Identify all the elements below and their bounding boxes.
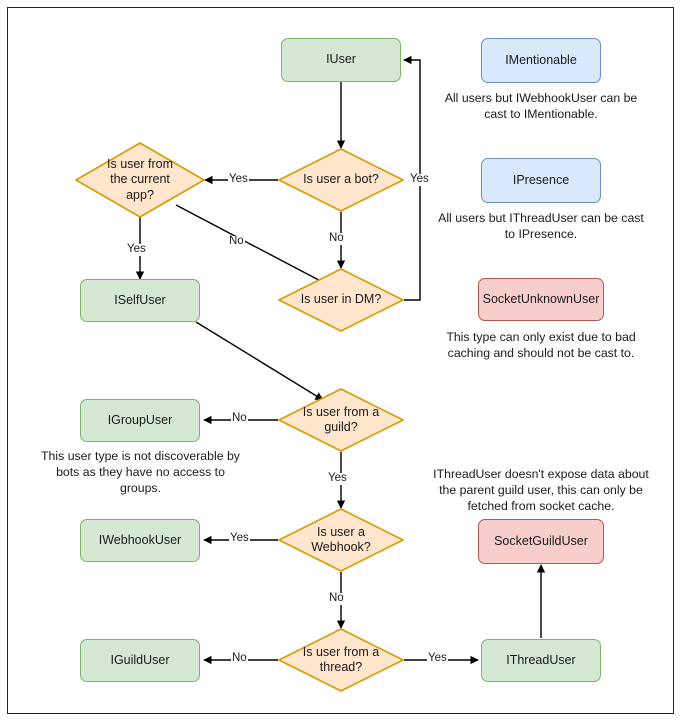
decision-in-dm-label: Is user in DM? <box>300 292 382 307</box>
edge-label-app-no: No <box>228 235 245 248</box>
node-iuser-label: IUser <box>326 52 356 67</box>
node-imentionable-label: IMentionable <box>505 52 577 67</box>
node-iselfuser[interactable]: ISelfUser <box>80 279 200 322</box>
note-igroupuser: This user type is not discoverable by bo… <box>41 449 240 496</box>
node-ithreaduser[interactable]: IThreadUser <box>481 639 601 682</box>
node-iwebhookuser[interactable]: IWebhookUser <box>80 519 200 562</box>
edge-label-guild-yes: Yes <box>327 472 348 485</box>
node-iguilduser[interactable]: IGuildUser <box>80 639 200 682</box>
decision-from-thread[interactable]: Is user from a thread? <box>278 628 404 692</box>
note-socketunknownuser: This type can only exist due to bad cach… <box>446 330 636 361</box>
edge-label-thread-no: No <box>231 652 248 665</box>
node-socketunknownuser[interactable]: SocketUnknownUser <box>478 278 604 321</box>
diamond-shape <box>278 628 404 692</box>
diamond-shape <box>278 268 404 332</box>
edge-label-app-yes: Yes <box>126 243 147 256</box>
edge-label-dm-yes: Yes <box>409 173 430 186</box>
edge-label-bot-yes: Yes <box>228 173 249 186</box>
decision-from-thread-label: Is user from a thread? <box>302 644 380 674</box>
decision-current-app-label: Is user from the current app? <box>107 157 173 202</box>
diamond-shape <box>278 148 404 212</box>
decision-is-user-a-bot[interactable]: Is user a bot? <box>278 148 404 212</box>
node-socketunknownuser-label: SocketUnknownUser <box>482 291 600 306</box>
edge-label-webhook-no: No <box>328 592 345 605</box>
decision-current-app[interactable]: Is user from the current app? <box>75 142 205 218</box>
decision-is-user-a-bot-label: Is user a bot? <box>303 172 379 187</box>
node-imentionable[interactable]: IMentionable <box>481 38 601 83</box>
note-ipresence: All users but IThreadUser can be cast to… <box>438 211 644 242</box>
diamond-shape <box>75 142 205 218</box>
note-imentionable: All users but IWebhookUser can be cast t… <box>444 91 638 122</box>
edge-label-bot-no: No <box>328 232 345 245</box>
decision-from-guild[interactable]: Is user from a guild? <box>278 388 404 452</box>
decision-from-guild-label: Is user from a guild? <box>302 404 380 434</box>
node-ithreaduser-label: IThreadUser <box>506 652 576 667</box>
diamond-shape <box>278 388 404 452</box>
diamond-shape <box>278 508 404 572</box>
note-ithreaduser: IThreadUser doesn't expose data about th… <box>433 467 649 514</box>
node-socketguilduser[interactable]: SocketGuildUser <box>478 519 604 564</box>
node-ipresence-label: IPresence <box>512 172 570 187</box>
edge-label-thread-yes: Yes <box>427 652 448 665</box>
decision-in-dm[interactable]: Is user in DM? <box>278 268 404 332</box>
decision-is-webhook-label: Is user a Webhook? <box>311 524 371 554</box>
node-ipresence[interactable]: IPresence <box>481 158 601 203</box>
node-iuser[interactable]: IUser <box>281 38 401 82</box>
node-igroupuser-label: IGroupUser <box>107 412 173 427</box>
edge-label-guild-no: No <box>231 412 248 425</box>
decision-is-webhook[interactable]: Is user a Webhook? <box>278 508 404 572</box>
node-igroupuser[interactable]: IGroupUser <box>80 399 200 442</box>
edge-label-webhook-yes: Yes <box>229 532 250 545</box>
node-iguilduser-label: IGuildUser <box>110 652 170 667</box>
node-socketguilduser-label: SocketGuildUser <box>494 533 588 548</box>
node-iwebhookuser-label: IWebhookUser <box>98 532 182 547</box>
node-iselfuser-label: ISelfUser <box>114 292 166 307</box>
